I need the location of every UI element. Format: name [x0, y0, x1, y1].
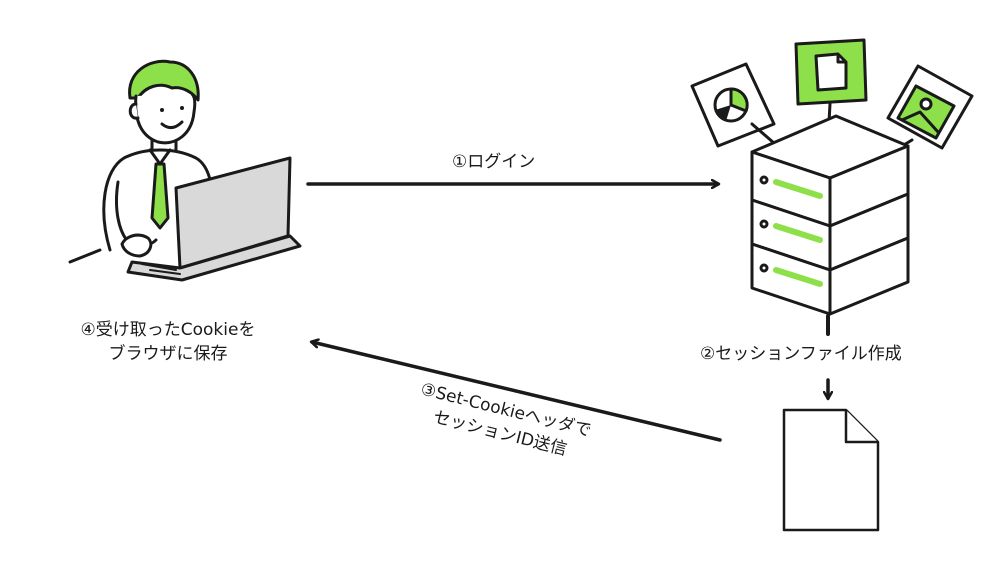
save-cookie-label-line1: ④受け取ったCookieを — [80, 320, 256, 340]
server-stack-icon — [750, 114, 910, 336]
login-label: ①ログイン — [452, 152, 536, 172]
person-with-laptop-icon — [68, 59, 302, 282]
set-cookie-arrow — [312, 342, 722, 442]
save-cookie-label: ④受け取ったCookieを ブラウザに保存 — [48, 318, 288, 366]
save-cookie-label-line2: ブラウザに保存 — [108, 344, 228, 364]
image-document-icon — [884, 64, 974, 158]
pie-chart-document-icon — [690, 62, 784, 152]
document-icon — [794, 38, 868, 142]
session-file-icon — [782, 408, 880, 532]
create-session-file-label: ②セッションファイル作成 — [700, 344, 902, 364]
